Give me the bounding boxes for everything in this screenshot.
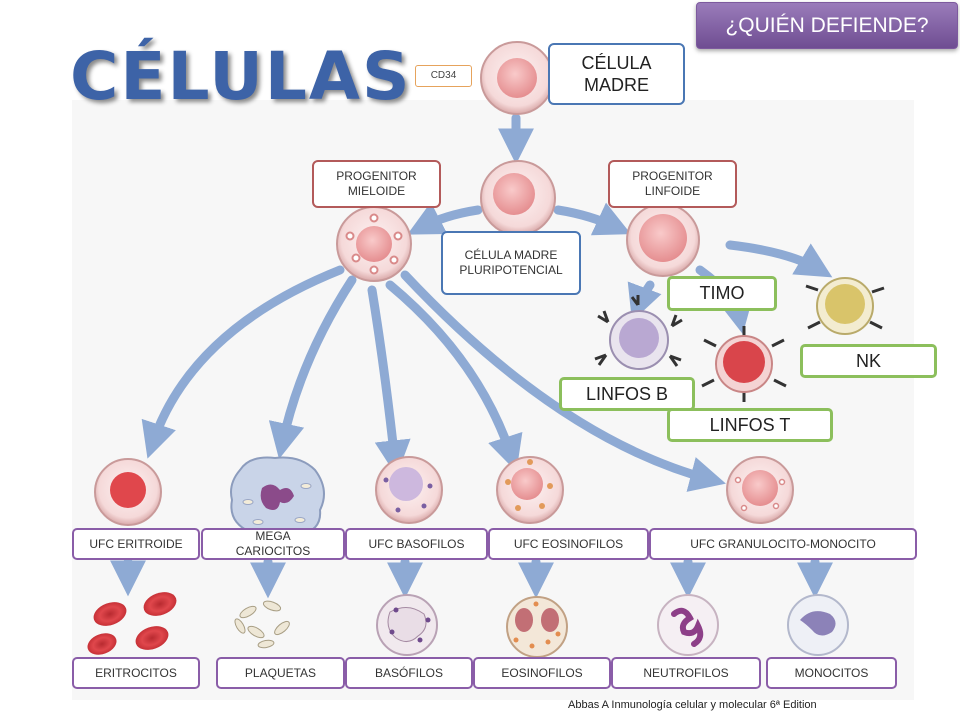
arrow-to-ufc-eosinofilos — [385, 280, 523, 472]
label-ufc-eosinofilos: UFC EOSINOFILOS — [488, 528, 649, 560]
plaquetas-image — [234, 600, 290, 649]
label-megacariocitos: MEGA CARIOCITOS — [201, 528, 345, 560]
arrow-to-nk — [725, 240, 833, 278]
label-plaquetas: PLAQUETAS — [216, 657, 345, 689]
myeloid-progenitor-image — [336, 206, 412, 282]
page-title: CÉLULAS — [70, 38, 412, 115]
label-ufc-eritroide: UFC ERITROIDE — [72, 528, 200, 560]
label-cd34: CD34 — [415, 65, 472, 87]
arrow-to-lymphoid — [553, 202, 632, 236]
basofilos-image — [376, 594, 438, 656]
citation: Abbas A Inmunología celular y molecular … — [568, 699, 817, 711]
t-lymphocyte-image — [701, 326, 787, 402]
label-timo: TIMO — [667, 276, 777, 311]
label-eritrocitos: ERITROCITOS — [72, 657, 200, 689]
label-progenitor-linfoide: PROGENITOR LINFOIDE — [608, 160, 737, 208]
ufc-granulocito-image — [726, 456, 794, 524]
label-linfos-b: LINFOS B — [559, 377, 695, 411]
ufc-eosinofilos-image — [496, 456, 564, 524]
label-eosinofilos: EOSINOFILOS — [473, 657, 611, 689]
label-linfos-t: LINFOS T — [667, 408, 833, 442]
arrow-to-megacariocitos — [268, 275, 357, 460]
label-celula-madre-pluripotencial: CÉLULA MADRE PLURIPOTENCIAL — [441, 231, 581, 295]
arrow-to-linfos-b — [627, 280, 662, 322]
label-progenitor-mieloide: PROGENITOR MIELOIDE — [312, 160, 441, 208]
lymphoid-progenitor-image — [626, 203, 700, 277]
pluripotent-cell-image — [480, 160, 556, 236]
eritrocitos-image — [87, 592, 177, 655]
label-ufc-basofilos: UFC BASOFILOS — [345, 528, 488, 560]
nk-cell-image — [805, 277, 885, 335]
neutrofilos-image — [657, 594, 719, 656]
megacariocito-image — [230, 456, 325, 539]
arrow-to-ufc-basofilos — [367, 285, 411, 477]
ufc-eritroide-image — [94, 458, 162, 526]
arrow-to-ufc-eritroide — [141, 265, 345, 459]
eosinofilos-image — [506, 596, 568, 658]
b-lymphocyte-image — [594, 295, 683, 370]
quien-defiende-button[interactable]: ¿QUIÉN DEFIENDE? — [696, 2, 958, 49]
ufc-basofilos-image — [375, 456, 443, 524]
label-monocitos: MONOCITOS — [766, 657, 897, 689]
label-basofilos: BASÓFILOS — [345, 657, 473, 689]
arrow-to-myeloid — [407, 202, 483, 235]
label-celula-madre: CÉLULA MADRE — [548, 43, 685, 105]
monocitos-image — [787, 594, 849, 656]
stem-cell-image — [480, 41, 554, 115]
label-neutrofilos: NEUTROFILOS — [611, 657, 761, 689]
label-ufc-granulocito-monocito: UFC GRANULOCITO-MONOCITO — [649, 528, 917, 560]
label-nk: NK — [800, 344, 937, 378]
